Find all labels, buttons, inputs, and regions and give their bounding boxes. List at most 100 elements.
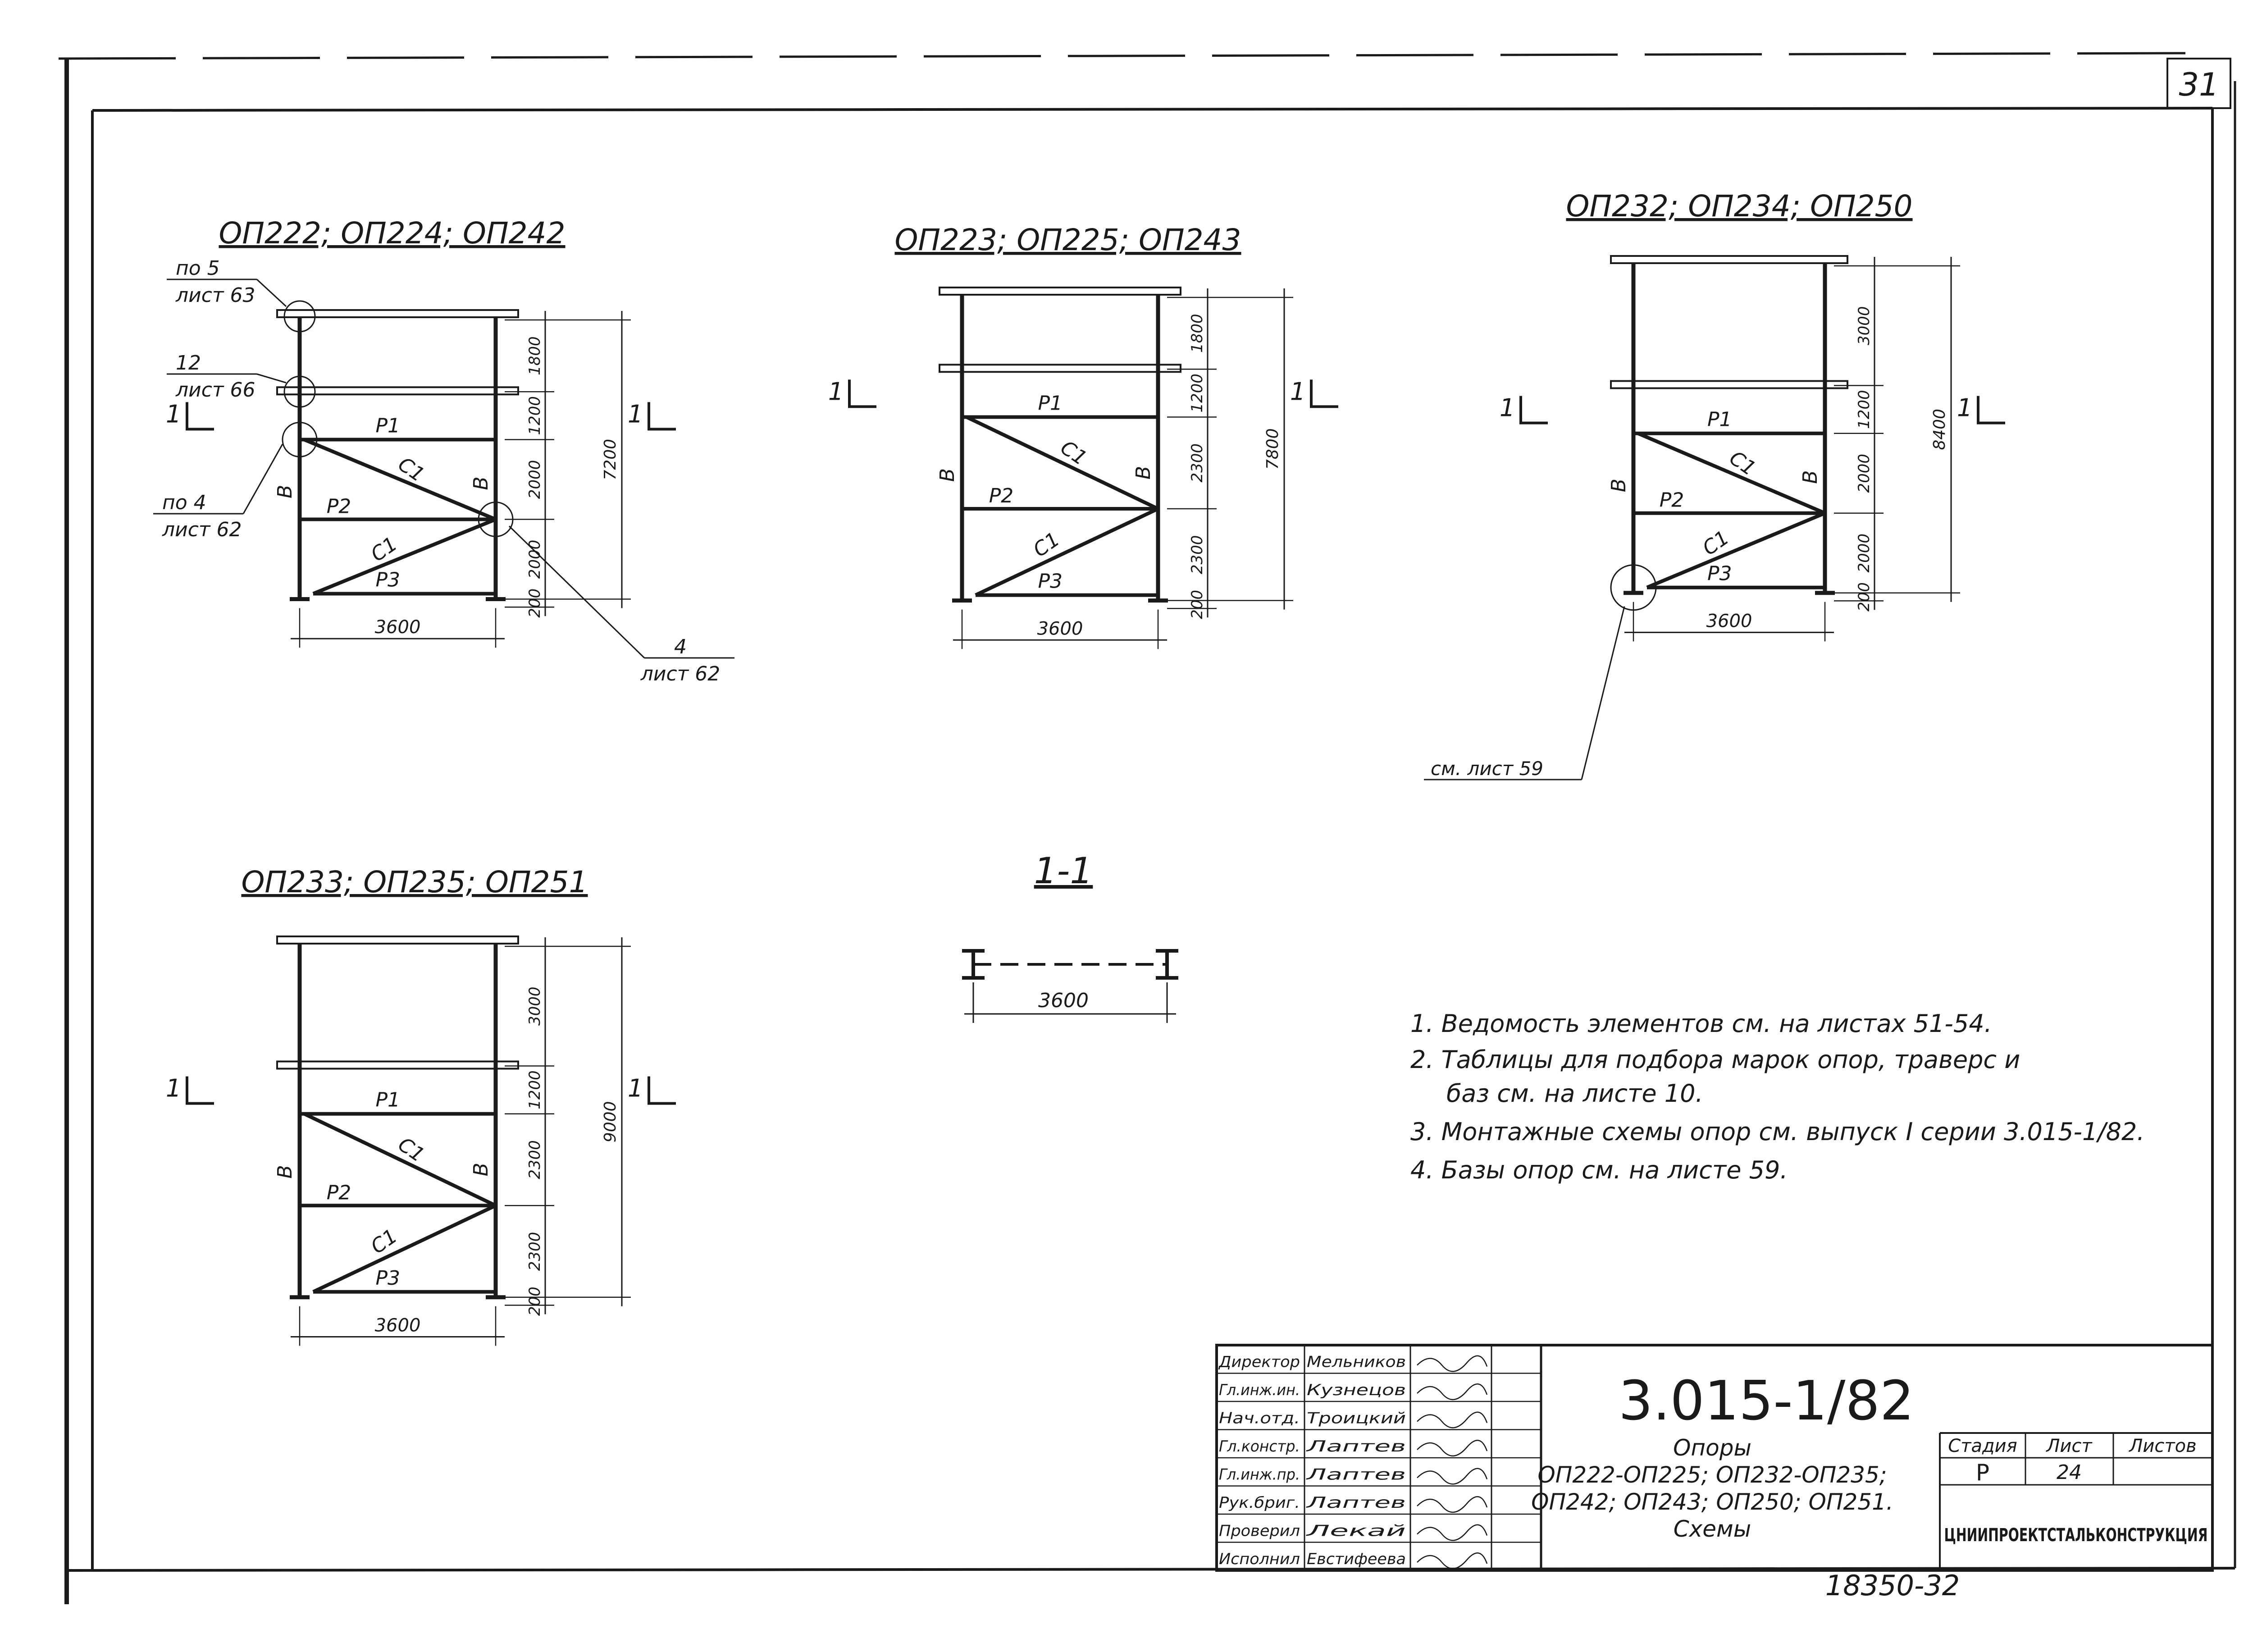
callout-leader — [508, 525, 645, 659]
sheets-label: Листов — [2128, 1436, 2196, 1456]
callout-leader — [242, 443, 283, 514]
traverse-top — [276, 309, 519, 318]
desc-line-4: Схемы — [1674, 1516, 1751, 1542]
dim-segment-label: 3000 — [526, 986, 544, 1026]
label-post-right: В — [470, 1163, 493, 1176]
traverse-middle — [939, 364, 1181, 373]
handwritten-signature — [1417, 1552, 1488, 1570]
signature-name: Лаптев — [1305, 1466, 1406, 1484]
callout-number: по 4 — [162, 491, 206, 514]
signature-role: Директор — [1218, 1353, 1300, 1371]
traverse-top — [276, 936, 519, 945]
label-r2: Р2 — [1660, 489, 1684, 512]
sheet-frame — [58, 52, 2236, 1604]
traverse-top — [1610, 255, 1848, 264]
organization-name: ЦНИИПРОЕКТСТАЛЬКОНСТРУКЦИЯ — [1944, 1525, 2208, 1546]
dim-segment-label: 1800 — [526, 336, 544, 375]
callout-leader — [1581, 606, 1625, 780]
section-width-label: 3600 — [1038, 989, 1089, 1012]
brace-upper — [966, 415, 1159, 511]
archive-number: 18350-32 — [1825, 1569, 1960, 1602]
desc-line-2: ОП222-ОП225; ОП232-ОП235; — [1537, 1462, 1887, 1488]
section-cut-mark — [186, 402, 214, 431]
dim-segment-label: 200 — [526, 1287, 544, 1316]
sheet-value: 24 — [2057, 1461, 2082, 1484]
handwritten-signature — [1417, 1468, 1488, 1485]
callout-sheet: см. лист 59 — [1431, 758, 1543, 780]
signature-role: Гл.инж.пр. — [1219, 1466, 1300, 1484]
dim-total-label: 8400 — [1930, 409, 1949, 450]
dim-total-label: 7200 — [601, 439, 620, 480]
label-post-left: В — [274, 1165, 296, 1178]
label-post-left: В — [274, 485, 296, 498]
label-r3: Р3 — [375, 1267, 400, 1290]
label-post-left: В — [936, 468, 959, 482]
brace-upper — [303, 1112, 497, 1207]
traverse-middle — [1610, 380, 1848, 389]
label-c1-upper: С1 — [1056, 436, 1091, 470]
desc-line-3: ОП242; ОП243; ОП250; ОП251. — [1531, 1489, 1893, 1515]
signature-role: Гл.констр. — [1219, 1438, 1300, 1456]
scheme-layer: ОП222; ОП224; ОП242Р1Р2Р3С1С1ВВ180012002… — [153, 189, 2005, 1346]
section-cut-label: 1 — [166, 400, 181, 428]
handwritten-signature — [1417, 1355, 1488, 1372]
section-cut-mark — [1977, 396, 2005, 424]
section-cut-mark — [648, 1076, 676, 1105]
section-cut-label: 1 — [1500, 394, 1515, 422]
note-2-cont: баз см. на листе 10. — [1446, 1079, 1703, 1108]
dim-segment-label: 1200 — [1855, 390, 1873, 429]
handwritten-signature — [1417, 1496, 1488, 1513]
signature-name: Лекай — [1305, 1522, 1406, 1540]
callout-leader — [256, 373, 287, 383]
section-cut-label: 1 — [1290, 377, 1305, 406]
signature-name: Евстифеева — [1307, 1550, 1406, 1568]
section-cut-label: 1 — [1957, 394, 1972, 422]
callout-circle — [478, 502, 514, 537]
dim-segment-label: 2300 — [1188, 443, 1206, 483]
section-cut-mark — [648, 402, 676, 431]
callout-circle — [283, 375, 316, 408]
scheme-3: ОП232; ОП234; ОП250Р1Р2Р3С1С1ВВ300012002… — [1424, 189, 2005, 780]
section-right-beam — [1156, 949, 1178, 980]
stage-value: Р — [1976, 1460, 1989, 1486]
scheme-title: ОП232; ОП234; ОП250 — [1566, 189, 1912, 224]
dim-width-label: 3600 — [375, 617, 421, 638]
label-r3: Р3 — [1707, 562, 1732, 585]
stage-label: Стадия — [1948, 1436, 2017, 1456]
section-cut-mark — [1310, 379, 1338, 408]
callout-number: 12 — [176, 351, 201, 374]
callout-circle — [282, 422, 318, 457]
section-cut-mark — [186, 1076, 214, 1105]
section-cut-label: 1 — [166, 1074, 181, 1103]
signature-role: Рук.бриг. — [1219, 1494, 1300, 1512]
traverse-middle — [276, 386, 519, 396]
callout-circle — [283, 300, 316, 333]
scheme-1: ОП222; ОП224; ОП242Р1Р2Р3С1С1ВВ180012002… — [153, 216, 734, 685]
scheme-title: ОП233; ОП235; ОП251 — [241, 865, 588, 899]
label-c1-upper: С1 — [1725, 447, 1760, 480]
signature-role: Гл.инж.ин. — [1219, 1381, 1300, 1399]
signature-name: Лаптев — [1305, 1494, 1406, 1512]
handwritten-signature — [1417, 1524, 1488, 1541]
dim-segment-label: 2000 — [1855, 454, 1873, 493]
brace-upper — [1637, 432, 1826, 515]
section-1-1: 1-1 3600 — [962, 850, 1178, 1023]
label-r2: Р2 — [327, 495, 351, 518]
label-c1-upper: С1 — [394, 452, 429, 486]
scheme-title: ОП222; ОП224; ОП242 — [219, 216, 565, 251]
brace-lower — [312, 1204, 497, 1294]
label-r1: Р1 — [1707, 408, 1732, 431]
sheet-corner-number: 31 — [2179, 66, 2219, 103]
dim-segment-label: 1200 — [1188, 374, 1206, 413]
desc-line-1: Опоры — [1673, 1435, 1751, 1461]
signature-name: Кузнецов — [1307, 1381, 1406, 1399]
label-post-right: В — [1799, 470, 1822, 484]
dim-segment-label: 200 — [1188, 590, 1206, 619]
scheme-title: ОП223; ОП225; ОП243 — [894, 223, 1241, 257]
dim-segment-label: 1200 — [526, 1070, 544, 1109]
section-title: 1-1 — [1034, 850, 1093, 892]
section-cut-mark — [848, 379, 876, 408]
label-r3: Р3 — [1038, 570, 1063, 593]
